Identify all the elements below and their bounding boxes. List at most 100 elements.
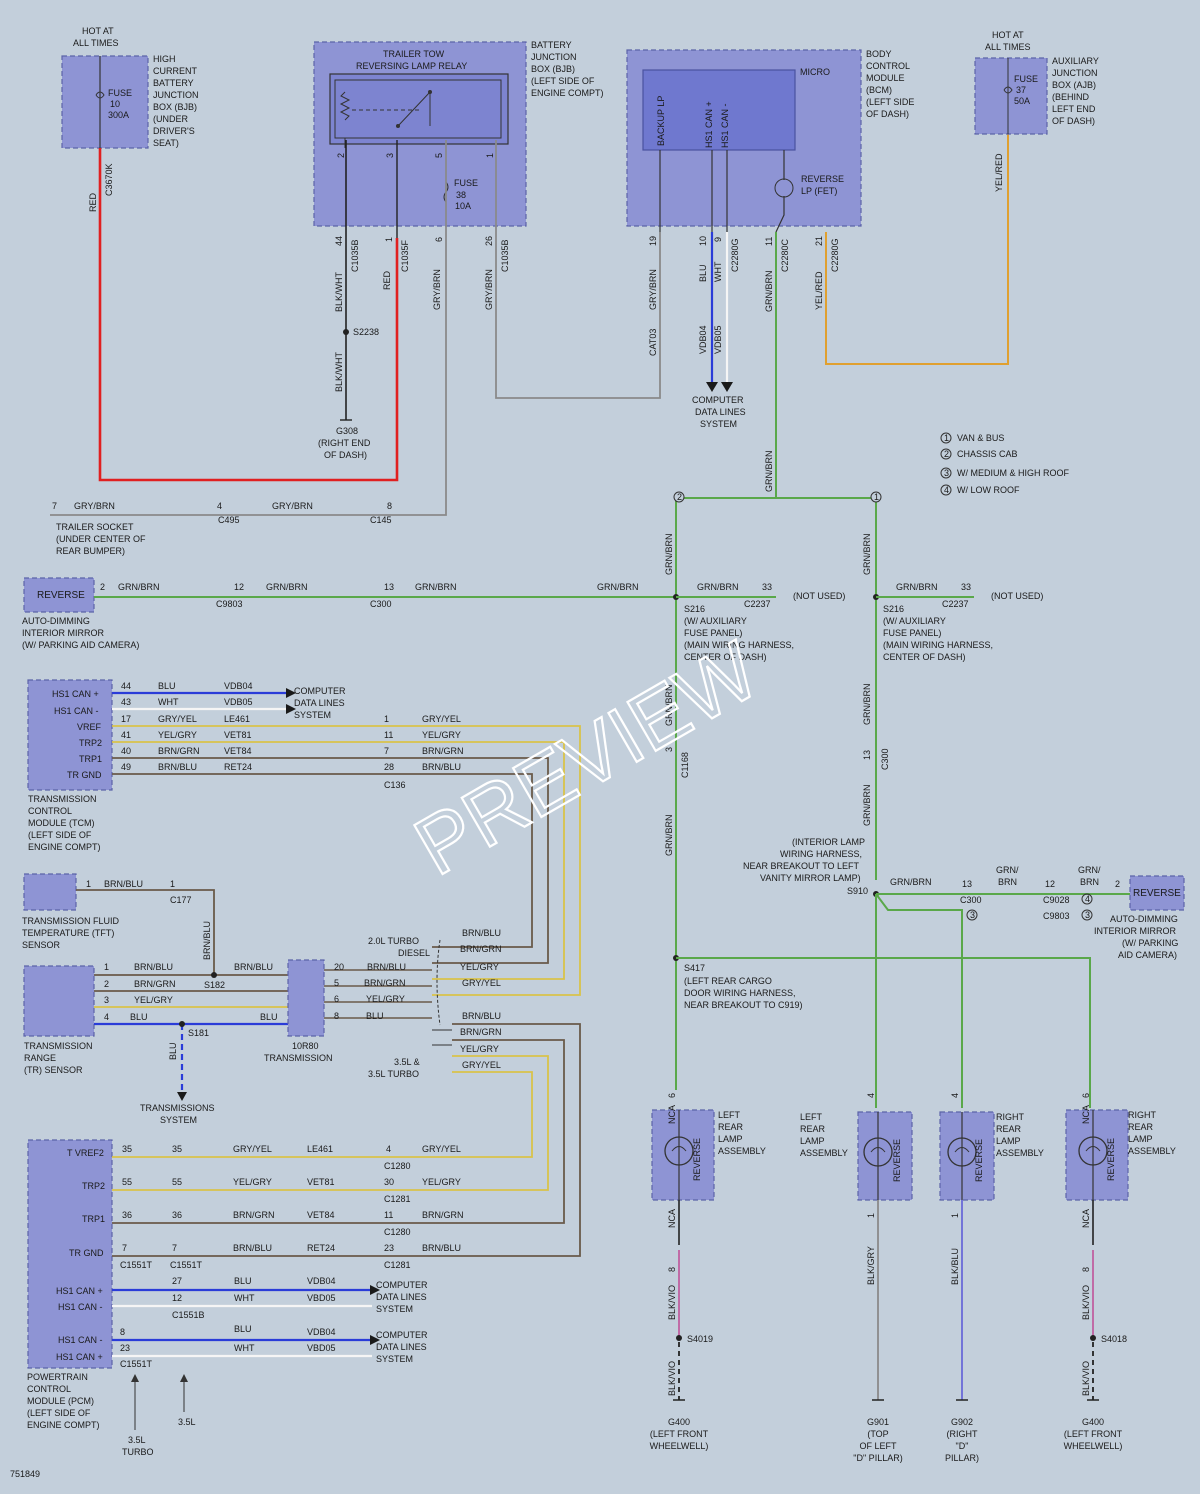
svg-text:C2280G: C2280G (730, 238, 740, 272)
svg-text:(LEFT SIDE: (LEFT SIDE (866, 97, 914, 107)
tcm-wire-labels: 44 BLU VDB04 COMPUTER DATA LINES SYSTEM … (121, 681, 464, 790)
trailer-tow-relay: TRAILER TOW REVERSING LAMP RELAY 2 3 5 1… (313, 40, 604, 227)
lamp-desc: LEFT (800, 1112, 823, 1122)
relay-title: REVERSING LAMP RELAY (356, 61, 467, 71)
svg-text:50A: 50A (1014, 96, 1030, 106)
svg-text:TRP2: TRP2 (82, 1181, 105, 1191)
svg-text:GRY/YEL: GRY/YEL (233, 1144, 272, 1154)
svg-text:AID CAMERA): AID CAMERA) (1118, 950, 1177, 960)
mirror-right-box (1129, 875, 1185, 911)
svg-text:BLU: BLU (130, 1012, 148, 1022)
lamp-desc: REAR (1128, 1122, 1154, 1132)
svg-text:12: 12 (234, 582, 244, 592)
svg-text:YEL/GRY: YEL/GRY (460, 962, 499, 972)
relay-body (329, 73, 509, 145)
svg-text:RET24: RET24 (224, 762, 252, 772)
svg-text:1: 1 (874, 492, 879, 502)
svg-text:BRN: BRN (1080, 877, 1099, 887)
svg-text:DATA LINES: DATA LINES (695, 407, 746, 417)
svg-text:4: 4 (1085, 894, 1090, 904)
svg-text:BRN: BRN (998, 877, 1017, 887)
pcm-wire-labels: 35 35 GRY/YEL LE461 4 GRY/YEL C1280 55 5… (120, 1144, 464, 1457)
lamp-desc: ASSEMBLY (996, 1148, 1044, 1158)
svg-text:VBD05: VBD05 (307, 1293, 336, 1303)
svg-text:3: 3 (104, 995, 109, 1005)
svg-text:C1551B: C1551B (172, 1310, 205, 1320)
svg-text:HIGH: HIGH (153, 54, 176, 64)
lamp-assemblies: REVERSELEFTREARLAMPASSEMBLY6NCANCA8BLK/V… (650, 1093, 1176, 1463)
svg-text:YEL/GRY: YEL/GRY (422, 1177, 461, 1187)
bjb-high-desc: HIGH CURRENT BATTERY JUNCTION BOX (BJB) … (153, 54, 199, 148)
svg-text:BRN/BLU: BRN/BLU (422, 1243, 461, 1253)
svg-text:VDB04: VDB04 (307, 1327, 336, 1337)
svg-text:BLU: BLU (260, 1012, 278, 1022)
svg-text:BOX (AJB): BOX (AJB) (1052, 80, 1096, 90)
svg-text:ENGINE COMPT): ENGINE COMPT) (27, 1420, 100, 1430)
svg-text:S417: S417 (684, 963, 705, 973)
svg-text:C1281: C1281 (384, 1260, 411, 1270)
svg-text:2.0L TURBO: 2.0L TURBO (368, 936, 419, 946)
ground-label: WHEELWELL) (1064, 1441, 1123, 1451)
svg-text:BACKUP LP: BACKUP LP (656, 96, 666, 146)
svg-text:1: 1 (485, 153, 495, 158)
svg-text:(BCM): (BCM) (866, 85, 892, 95)
svg-text:36: 36 (172, 1210, 182, 1220)
lamp-box (939, 1111, 995, 1201)
engine-variant-35: BRN/BLU BRN/GRN YEL/GRY GRY/YEL 3.5L & 3… (368, 1011, 502, 1079)
svg-text:GRN/BRN: GRN/BRN (862, 683, 872, 725)
svg-text:JUNCTION: JUNCTION (1052, 68, 1098, 78)
svg-text:GRY/BRN: GRY/BRN (272, 501, 313, 511)
svg-text:BATTERY: BATTERY (531, 40, 572, 50)
svg-text:HS1 CAN -: HS1 CAN - (58, 1335, 103, 1345)
legend-item: W/ LOW ROOF (957, 485, 1020, 495)
svg-text:HS1 CAN +: HS1 CAN + (52, 689, 99, 699)
svg-text:DOOR WIRING HARNESS,: DOOR WIRING HARNESS, (684, 988, 796, 998)
svg-text:VDB05: VDB05 (224, 697, 253, 707)
svg-text:28: 28 (384, 762, 394, 772)
svg-text:OF DASH): OF DASH) (866, 109, 909, 119)
hot-label-line: HOT AT (82, 26, 114, 36)
svg-text:35: 35 (122, 1144, 132, 1154)
svg-text:6: 6 (434, 237, 444, 242)
lamp-desc: LAMP (800, 1136, 825, 1146)
svg-text:BRN/GRN: BRN/GRN (364, 978, 406, 988)
fuse-rating: 300A (108, 110, 129, 120)
fuse-number: 38 (456, 190, 466, 200)
brn-blu-tcm-wire (112, 773, 533, 948)
svg-text:SYSTEM: SYSTEM (160, 1115, 197, 1125)
hot-label-line: ALL TIMES (73, 38, 119, 48)
tft-sensor: 1 BRN/BLU 1 C177 BRN/BLU TRANSMISSION FL… (22, 873, 215, 975)
svg-text:1: 1 (86, 879, 91, 889)
svg-text:11: 11 (764, 237, 774, 246)
lamp-pin-label: 4 (866, 1093, 876, 1098)
svg-text:1: 1 (384, 237, 394, 242)
svg-text:ENGINE COMPT): ENGINE COMPT) (531, 88, 604, 98)
svg-text:2: 2 (100, 582, 105, 592)
svg-text:TRP1: TRP1 (79, 754, 102, 764)
mirror-right: REVERSE AUTO-DIMMING INTERIOR MIRROR (W/… (1094, 875, 1185, 960)
s216-right: GRN/BRN 33 C2237 (NOT USED) S216 (W/ AUX… (862, 533, 1043, 826)
svg-text:BRN/BLU: BRN/BLU (158, 762, 197, 772)
lamp-reverse-label: REVERSE (1106, 1138, 1116, 1181)
svg-text:3: 3 (1085, 910, 1090, 920)
svg-text:20: 20 (334, 962, 344, 972)
pcm: T VREF2 TRP2 TRP1 TR GND HS1 CAN + HS1 C… (27, 1139, 113, 1430)
svg-text:44: 44 (334, 236, 344, 246)
svg-text:BLU: BLU (366, 1011, 384, 1021)
svg-text:5: 5 (334, 978, 339, 988)
lamp-conn-label: NCA (1081, 1105, 1091, 1124)
svg-text:AUXILIARY: AUXILIARY (1052, 56, 1099, 66)
svg-text:LE461: LE461 (224, 714, 250, 724)
svg-text:(MAIN WIRING HARNESS,: (MAIN WIRING HARNESS, (883, 640, 993, 650)
svg-text:ENGINE COMPT): ENGINE COMPT) (28, 842, 101, 852)
svg-text:HOT AT: HOT AT (992, 30, 1024, 40)
svg-text:C1551T: C1551T (120, 1260, 153, 1270)
ajb-box (974, 57, 1048, 135)
svg-text:BLU: BLU (158, 681, 176, 691)
c1168: GRN/BRN 3 C1168 GRN/BRN (664, 684, 690, 856)
svg-text:YEL/GRY: YEL/GRY (134, 995, 173, 1005)
lamp-box (857, 1111, 913, 1201)
svg-text:11: 11 (384, 730, 393, 740)
svg-text:C9028: C9028 (1043, 895, 1070, 905)
svg-text:TR GND: TR GND (67, 770, 102, 780)
